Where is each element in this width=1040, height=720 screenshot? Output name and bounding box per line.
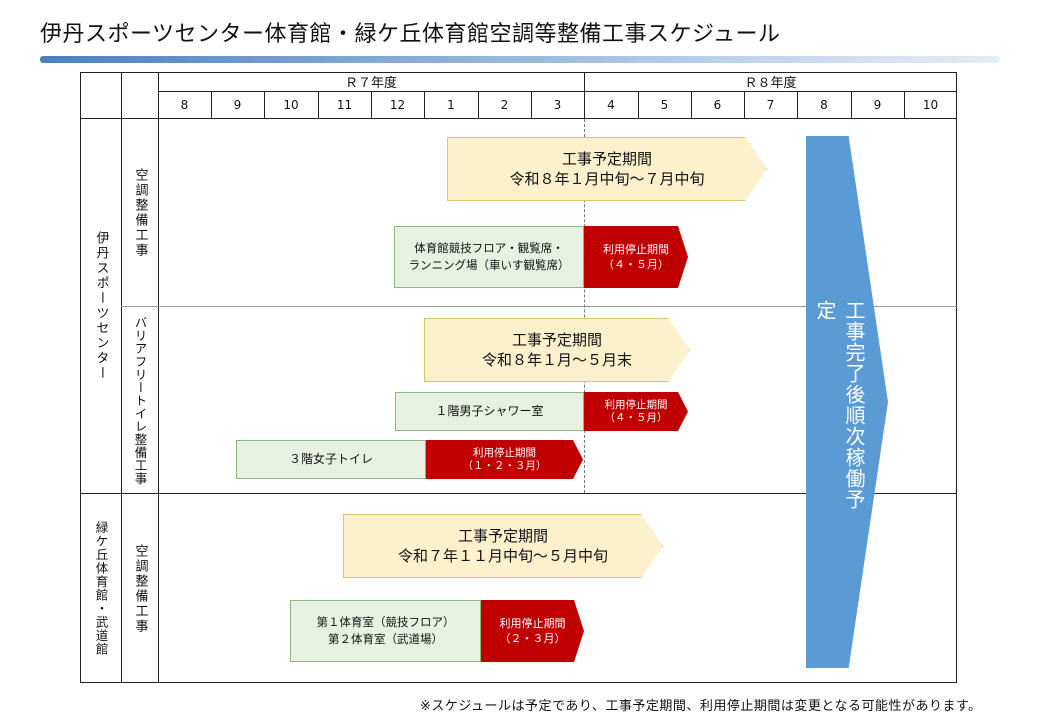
month-divider — [851, 91, 852, 119]
bar-label: 利用停止期間 — [603, 243, 669, 256]
bar-label: 令和７年１１月中旬～５月中旬 — [397, 547, 608, 565]
month-label: 9 — [873, 98, 882, 112]
month-label: 10 — [283, 98, 299, 112]
month-label: 5 — [660, 98, 669, 112]
completion-arrow-label: 工事完了後順次稼働予定 — [813, 300, 866, 510]
month-label: 9 — [233, 98, 242, 112]
work-label-midori-aircon: 空調整備工事 — [132, 543, 148, 634]
bar-label: 第２体育室（武道場） — [328, 632, 443, 646]
header-bottom-line — [80, 118, 957, 119]
month-divider — [424, 91, 425, 119]
label-column-divider — [121, 72, 122, 683]
bar-label: （４・５月） — [604, 411, 668, 424]
facility-label-midorigaoka: 緑ケ丘体育館・武道館 — [93, 521, 109, 656]
month-label: 1 — [447, 98, 455, 112]
month-label: 3 — [553, 98, 562, 112]
barrier-free-1f-bar: １階男子シャワー室 — [395, 392, 584, 431]
month-divider — [478, 91, 479, 119]
fiscal-year-row-line — [158, 91, 957, 92]
month-divider — [264, 91, 265, 119]
section-divider — [80, 493, 957, 494]
month-label: 4 — [607, 98, 615, 112]
bar-label: １階男子シャワー室 — [435, 404, 544, 418]
bar-label: （４・５月） — [603, 258, 669, 271]
bar-label: 利用停止期間 — [604, 398, 668, 411]
bar-label: 工事予定期間 — [457, 527, 548, 545]
month-divider — [744, 91, 745, 119]
bar-label: 体育館競技フロア・観覧席・ — [414, 241, 564, 255]
label-column-divider — [158, 72, 159, 683]
month-divider — [904, 91, 905, 119]
facility-label-itami: 伊丹スポーツセンター — [93, 231, 109, 381]
month-divider — [638, 91, 639, 119]
page-title: 伊丹スポーツセンター体育館・緑ケ丘体育館空調等整備工事スケジュール — [40, 22, 781, 47]
fiscal-year-r7: Ｒ７年度 — [344, 76, 397, 91]
month-label: 11 — [336, 98, 353, 112]
bar-label: 第１体育室（競技フロア） — [316, 615, 455, 629]
month-divider — [211, 91, 212, 119]
month-label: 12 — [389, 98, 406, 112]
footnote: ※スケジュールは予定であり、工事予定期間、利用停止期間は変更となる可能性がありま… — [420, 699, 982, 714]
month-divider — [318, 91, 319, 119]
midori-aircon-closure-bar: 利用停止期間 （２・３月） — [481, 600, 584, 662]
fiscal-year-divider — [584, 72, 585, 119]
month-divider — [371, 91, 372, 119]
midori-aircon-plan-bar: 工事予定期間 令和７年１１月中旬～５月中旬 — [343, 514, 663, 578]
bar-label: 工事予定期間 — [511, 331, 602, 349]
bar-label: 利用停止期間 — [499, 617, 566, 630]
bar-label: 工事予定期間 — [561, 150, 652, 168]
month-label: 10 — [922, 98, 939, 112]
month-divider — [691, 91, 692, 119]
month-label: 6 — [713, 98, 722, 112]
month-label: 2 — [500, 98, 509, 112]
itami-aircon-closure-bar: 利用停止期間 （４・５月） — [584, 226, 688, 288]
row-divider — [121, 306, 957, 307]
bar-label: 利用停止期間 — [473, 446, 536, 459]
bar-label: （２・３月） — [499, 632, 566, 645]
month-label: 7 — [766, 98, 775, 112]
bar-label: （１・２・３月） — [462, 459, 547, 472]
month-divider — [797, 91, 798, 119]
bar-label: 令和８年１月～５月末 — [481, 351, 632, 369]
schedule-table — [80, 72, 957, 683]
itami-aircon-plan-bar: 工事予定期間 令和８年１月中旬～７月中旬 — [447, 137, 767, 201]
barrier-free-3f-closure-bar: 利用停止期間 （１・２・３月） — [426, 440, 583, 479]
work-label-barrier-free: バリアフリートイレ整備工事 — [132, 315, 148, 485]
midori-aircon-area-bar: 第１体育室（競技フロア） 第２体育室（武道場） — [290, 600, 481, 662]
month-label: 8 — [820, 98, 828, 112]
month-divider — [531, 91, 532, 119]
month-label: 8 — [180, 98, 189, 112]
bar-label: ランニング場（車いす観覧席） — [408, 258, 570, 272]
barrier-free-plan-bar: 工事予定期間 令和８年１月～５月末 — [424, 318, 690, 382]
bar-label: 令和８年１月中旬～７月中旬 — [509, 170, 705, 188]
barrier-free-3f-bar: ３階女子トイレ — [236, 440, 426, 479]
itami-aircon-area-bar: 体育館競技フロア・観覧席・ ランニング場（車いす観覧席） — [394, 226, 584, 288]
barrier-free-1f-closure-bar: 利用停止期間 （４・５月） — [584, 392, 688, 431]
fiscal-year-r8: Ｒ８年度 — [744, 76, 797, 91]
fiscal-year-boundary-line — [584, 119, 586, 493]
bar-label: ３階女子トイレ — [288, 452, 373, 466]
title-underline — [40, 56, 1000, 63]
work-label-itami-aircon: 空調整備工事 — [132, 167, 148, 258]
